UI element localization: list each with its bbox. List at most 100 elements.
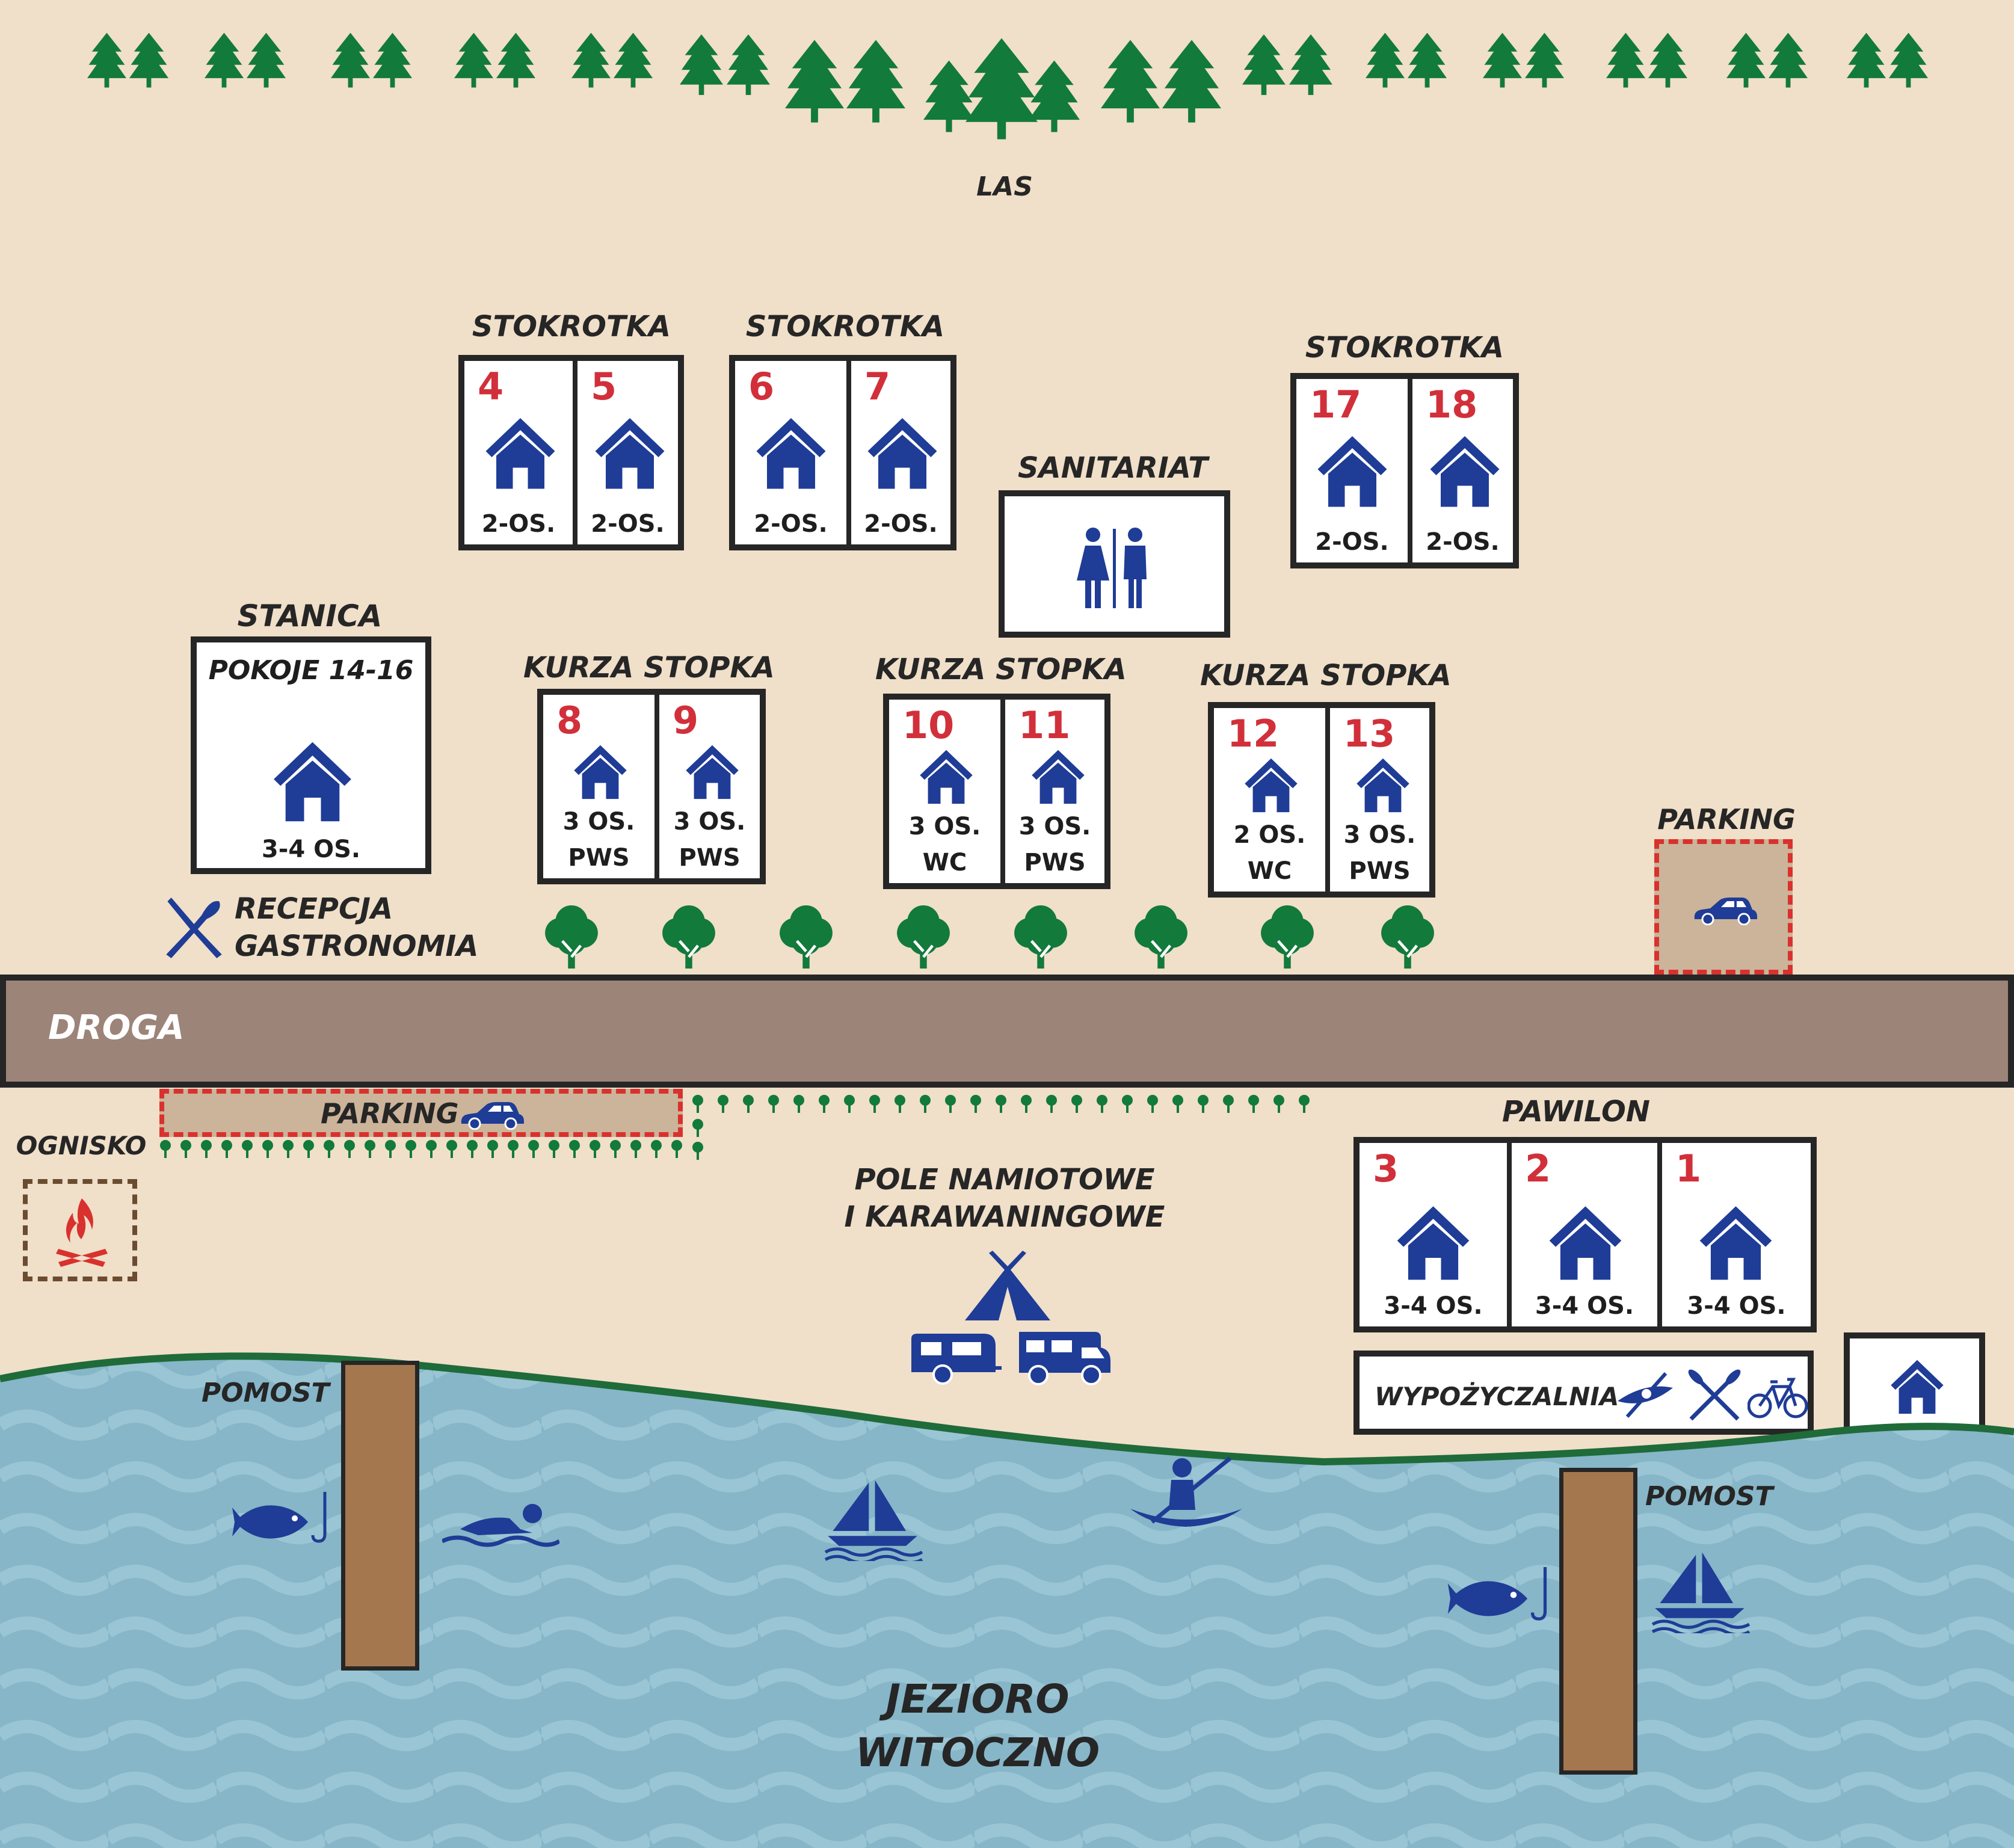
campfire-label: OGNISKO: [16, 1131, 147, 1160]
pier-left[interactable]: [341, 1361, 419, 1671]
cabin-capacity: 3 OS.: [1343, 821, 1416, 849]
pier-right-label: POMOST: [1645, 1481, 1773, 1512]
sailboat-icon: [824, 1480, 923, 1561]
cabin-number: 17: [1310, 383, 1362, 427]
cabin-capacity: 3 OS.: [908, 813, 981, 840]
reception-label-line2: GASTRONOMIA: [235, 929, 479, 964]
oars-icon: [1688, 1369, 1741, 1421]
cabin-capacity: 2-OS.: [864, 510, 938, 538]
kurza-stopka-title-3: KURZA STOPKA: [1200, 659, 1452, 692]
reception-label-line1: RECEPCJA: [235, 892, 393, 926]
stokrotka-title-2: STOKROTKA: [745, 310, 945, 343]
deciduous-tree-icon: [1257, 905, 1317, 969]
house-icon: [1032, 750, 1085, 804]
cabin-facility: PWS: [1349, 857, 1411, 885]
deciduous-tree-icon: [541, 905, 602, 969]
pine-tree-icon: [680, 34, 770, 95]
cabin-capacity: 3-4 OS.: [1535, 1292, 1634, 1320]
pine-tree-icon: [785, 40, 905, 123]
kayak-icon: [1618, 1372, 1673, 1418]
cabin-5[interactable]: 5 2-OS.: [573, 361, 678, 544]
stanica-building[interactable]: POKOJE 14-16 3-4 OS.: [191, 636, 431, 874]
rental-building[interactable]: WYPOŻYCZALNIA: [1353, 1351, 1814, 1435]
cabin-capacity: 3 OS.: [1018, 813, 1091, 840]
cabin-facility: WC: [922, 849, 967, 876]
cabin-capacity: 2-OS.: [591, 510, 665, 538]
pawilon-unit-1[interactable]: 1 3-4 OS.: [1657, 1143, 1811, 1326]
pine-tree-icon: [1101, 40, 1221, 123]
car-icon: [460, 1101, 525, 1130]
cabin-capacity: 2-OS.: [754, 510, 828, 538]
house-icon: [274, 742, 351, 822]
lake: [0, 1352, 2014, 1848]
cabin-group-stokrotka-1[interactable]: 4 2-OS. 5 2-OS.: [458, 355, 684, 550]
sanitary-building[interactable]: [999, 490, 1230, 638]
hedge: [692, 1095, 1310, 1160]
road: DROGA: [0, 975, 2014, 1088]
bicycle-icon: [1748, 1378, 1808, 1418]
cabin-18[interactable]: 18 2-OS.: [1408, 379, 1513, 562]
cabin-capacity: 3 OS.: [562, 808, 635, 836]
cabin-12[interactable]: 12 2 OS. WC: [1214, 708, 1325, 892]
cabin-facility: WC: [1247, 857, 1292, 885]
stanica-capacity: 3-4 OS.: [261, 836, 361, 863]
campfire-area[interactable]: [23, 1179, 137, 1281]
cabin-11[interactable]: 11 3 OS. PWS: [1000, 700, 1104, 883]
deciduous-tree-icon: [1011, 905, 1071, 969]
pawilon-unit-2[interactable]: 2 3-4 OS.: [1507, 1143, 1657, 1326]
campsite-label: POLE NAMIOTOWE I KARAWANINGOWE: [824, 1161, 1185, 1236]
lake-label-line1: JEZIORO: [885, 1676, 1070, 1722]
pine-tree-icon: [1483, 32, 1564, 88]
house-icon: [867, 418, 937, 489]
campsite-label-line1: POLE NAMIOTOWE: [854, 1163, 1155, 1197]
pine-tree-icon: [205, 32, 286, 88]
cabin-group-kurza-stopka-2[interactable]: 10 3 OS. WC 11 3 OS. PWS: [883, 694, 1110, 889]
house-icon: [1549, 1206, 1622, 1280]
cabin-7[interactable]: 7 2-OS.: [846, 361, 950, 544]
cabin-6[interactable]: 6 2-OS.: [735, 361, 846, 544]
pier-right[interactable]: [1559, 1468, 1637, 1775]
cabin-10[interactable]: 10 3 OS. WC: [889, 700, 1000, 883]
kayak-icon: [1130, 1456, 1242, 1527]
car-icon: [1693, 896, 1758, 925]
cabin-group-kurza-stopka-3[interactable]: 12 2 OS. WC 13 3 OS. PWS: [1208, 702, 1435, 898]
cabin-number: 1: [1675, 1147, 1702, 1190]
house-icon: [574, 745, 627, 799]
cabin-group-stokrotka-3[interactable]: 17 2-OS. 18 2-OS.: [1290, 373, 1519, 568]
pine-tree-icon: [1726, 32, 1808, 88]
caravan-icon: [911, 1334, 1002, 1385]
parking-area-top[interactable]: [1654, 839, 1793, 975]
cabin-8[interactable]: 8 3 OS. PWS: [543, 695, 654, 878]
pawilon-building[interactable]: 3 3-4 OS. 2 3-4 OS. 1 3-4 OS.: [1353, 1137, 1817, 1332]
cabin-group-kurza-stopka-1[interactable]: 8 3 OS. PWS 9 3 OS. PWS: [537, 689, 766, 884]
pine-tree-icon: [1366, 32, 1447, 88]
cabin-4[interactable]: 4 2-OS.: [464, 361, 573, 544]
house-icon: [1245, 758, 1298, 813]
cabin-capacity: 3-4 OS.: [1687, 1292, 1786, 1320]
cabin-facility: PWS: [1024, 849, 1086, 876]
pier-left-label: POMOST: [202, 1378, 330, 1408]
cabin-capacity: 3-4 OS.: [1384, 1292, 1483, 1320]
parking-label-bottom: PARKING: [321, 1097, 459, 1130]
house-icon: [756, 418, 826, 489]
parking-area-bottom[interactable]: PARKING: [159, 1089, 683, 1137]
house-icon: [1357, 758, 1409, 813]
deciduous-tree-icon: [659, 905, 719, 969]
cabin-13[interactable]: 13 3 OS. PWS: [1325, 708, 1429, 892]
cabin-9[interactable]: 9 3 OS. PWS: [654, 695, 760, 878]
kurza-stopka-title-1: KURZA STOPKA: [523, 651, 775, 685]
rental-label: WYPOŻYCZALNIA: [1375, 1382, 1619, 1411]
cabin-number: 4: [478, 365, 504, 408]
cabin-group-stokrotka-2[interactable]: 6 2-OS. 7 2-OS.: [729, 355, 956, 550]
cabin-number: 2: [1525, 1147, 1551, 1190]
house-icon: [1430, 436, 1500, 507]
fishing-icon: [1444, 1567, 1558, 1630]
cabin-number: 5: [591, 365, 617, 408]
pawilon-unit-3[interactable]: 3 3-4 OS.: [1360, 1143, 1507, 1326]
house-icon: [485, 418, 555, 489]
sanitary-title: SANITARIAT: [1017, 451, 1209, 485]
cabin-number: 8: [556, 698, 583, 742]
cabin-17[interactable]: 17 2-OS.: [1296, 379, 1408, 562]
pine-tree-icon: [923, 38, 1080, 140]
